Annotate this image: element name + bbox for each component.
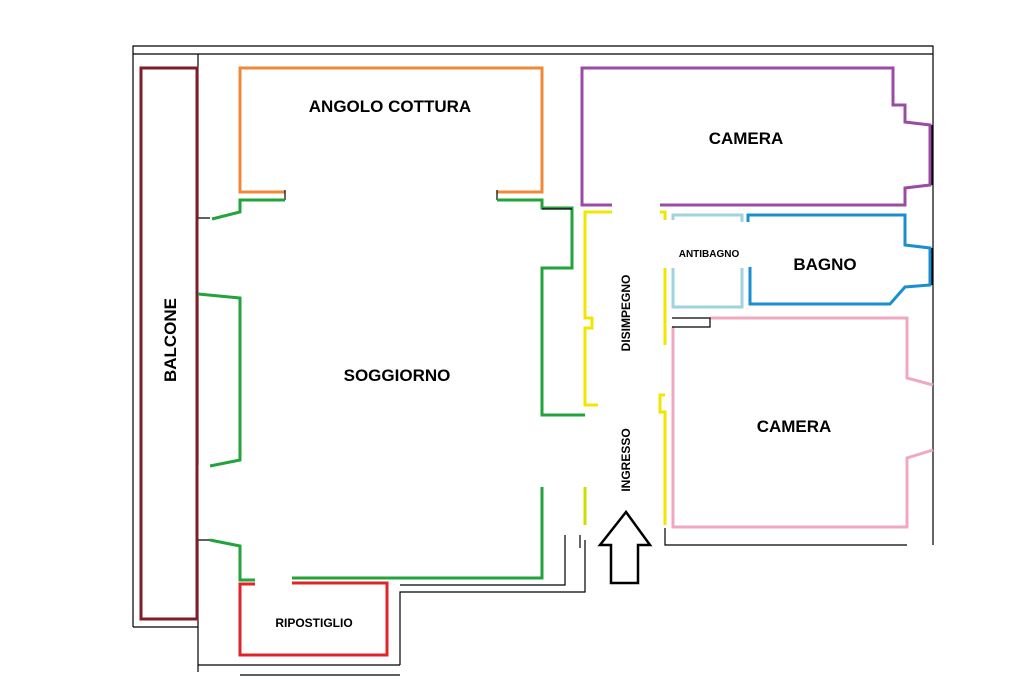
label-bedroom-top: CAMERA — [709, 129, 784, 148]
kitchen-room — [238, 66, 544, 200]
label-hallway: DISIMPEGNO — [619, 275, 633, 352]
label-bathroom: BAGNO — [793, 255, 856, 274]
hallway-room — [583, 210, 667, 525]
entrance-arrow-icon — [597, 509, 653, 585]
living-room — [197, 198, 585, 582]
label-kitchen: ANGOLO COTTURA — [309, 97, 471, 116]
bedroom-top-room — [580, 66, 932, 207]
label-living: SOGGIORNO — [344, 366, 451, 385]
label-bedroom-bottom: CAMERA — [757, 417, 832, 436]
label-storage: RIPOSTIGLIO — [275, 616, 352, 630]
anteroom-room — [671, 213, 744, 309]
label-entrance: INGRESSO — [619, 428, 633, 491]
label-balcony: BALCONE — [161, 298, 180, 382]
balcony-room — [139, 66, 199, 621]
bathroom-room — [746, 213, 932, 306]
label-anteroom: ANTIBAGNO — [679, 249, 740, 260]
bedroom-bottom-room — [671, 316, 934, 529]
storage-room — [238, 581, 389, 657]
